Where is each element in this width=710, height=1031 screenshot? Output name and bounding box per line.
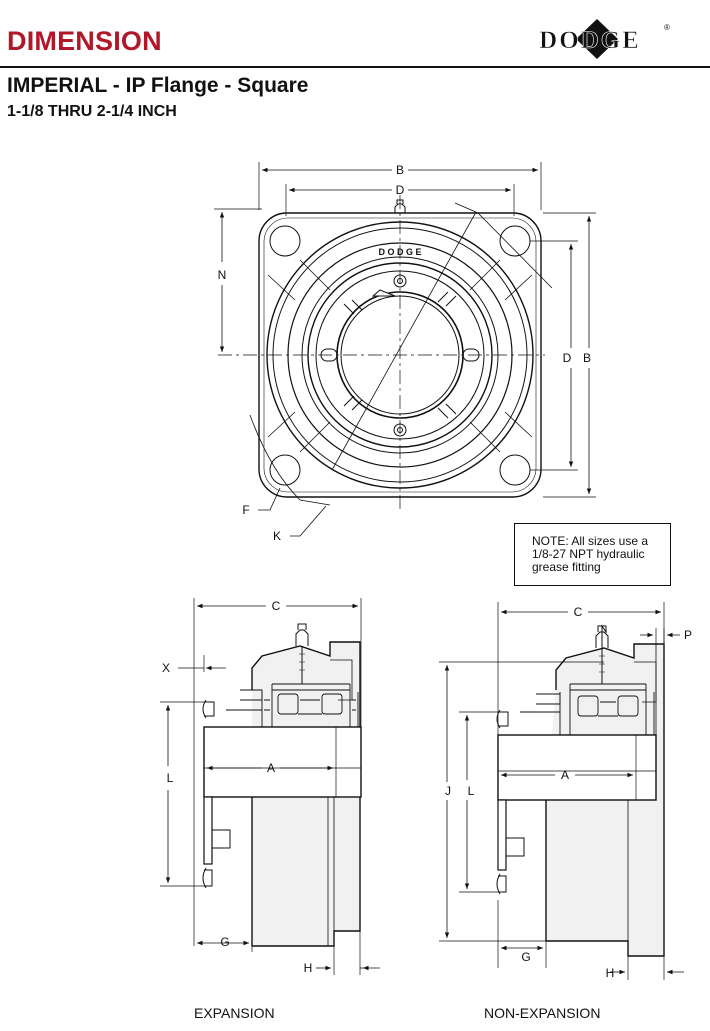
nonexp-label-a: A: [561, 768, 569, 782]
dim-label-b-right: B: [583, 351, 591, 365]
exp-label-x: X: [162, 661, 170, 675]
nonexp-grease-fitting: [595, 624, 609, 684]
header-rule: [0, 66, 710, 68]
expansion-caption: EXPANSION: [194, 1005, 275, 1021]
exp-label-g: G: [220, 935, 229, 949]
non-expansion-caption: NON-EXPANSION: [484, 1005, 601, 1021]
dim-label-k: K: [273, 529, 281, 543]
front-view: [214, 162, 596, 537]
exp-label-c: C: [272, 599, 281, 613]
k-diagonal: [331, 211, 477, 471]
dim-label-d-top: D: [396, 183, 405, 197]
centerlines: [218, 195, 545, 510]
flange-facets: [267, 259, 533, 453]
size-range: 1-1/8 THRU 2-1/4 INCH: [7, 103, 177, 120]
exp-grease-fitting: [295, 623, 309, 684]
dim-label-f: F: [242, 503, 249, 517]
collar-gap: [371, 289, 396, 297]
exp-collar: [203, 726, 362, 798]
expansion-view: [160, 598, 380, 975]
nonexp-label-h: H: [606, 966, 615, 980]
nonexp-label-g: G: [521, 950, 530, 964]
exp-rear-face: [203, 796, 213, 865]
non-expansion-view: [439, 602, 684, 980]
nonexp-setscrew: [496, 709, 509, 729]
nonexp-label-p: P: [684, 628, 692, 642]
exp-bearing-section: [226, 683, 359, 727]
dim-label-n: N: [218, 268, 227, 282]
note-line-3: grease fitting: [532, 560, 601, 574]
logo-text: DODGE: [539, 27, 641, 54]
exp-label-l: L: [167, 771, 174, 785]
nonexp-rear-face: [497, 799, 507, 871]
grease-note: NOTE: All sizes use a 1/8-27 NPT hydraul…: [514, 523, 671, 586]
nonexp-bearing-section: [520, 683, 655, 735]
nonexp-collar: [497, 734, 657, 801]
dodge-logo: DODGE ®: [539, 19, 670, 59]
nonexp-label-l: L: [468, 784, 475, 798]
dim-label-d-right: D: [563, 351, 572, 365]
exp-label-a: A: [267, 761, 275, 775]
note-line-2: 1/8-27 NPT hydraulic: [532, 547, 645, 561]
nonexp-label-j: J: [445, 784, 451, 798]
nonexp-label-c: C: [574, 605, 583, 619]
product-subtitle: IMPERIAL - IP Flange - Square: [7, 74, 309, 97]
note-line-1: NOTE: All sizes use a: [532, 534, 649, 548]
exp-label-h: H: [304, 961, 313, 975]
dim-label-b-top: B: [396, 163, 404, 177]
exp-setscrew: [202, 699, 215, 719]
page-title: DIMENSION: [7, 26, 162, 56]
housing-brand-text: D O D G E: [378, 247, 421, 257]
logo-registered-mark: ®: [664, 23, 670, 32]
collar-slots: [320, 291, 480, 419]
